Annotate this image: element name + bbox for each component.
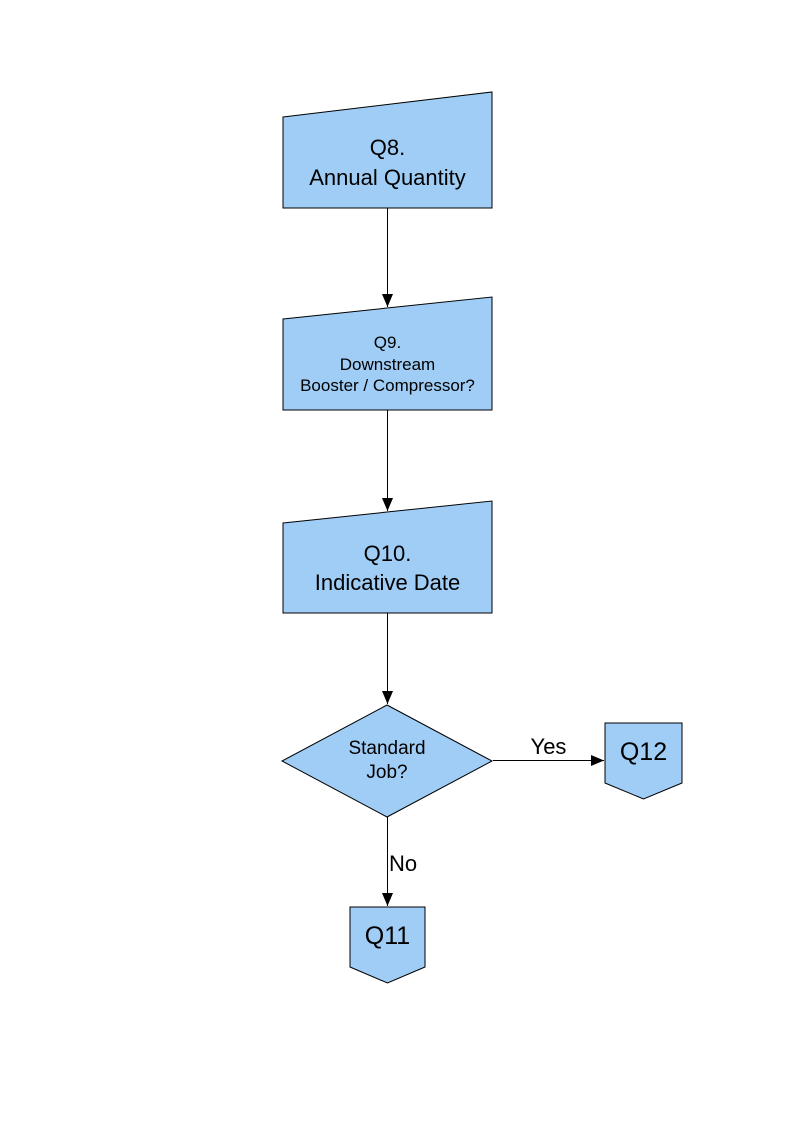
node-q8-shape xyxy=(282,91,493,209)
node-q9-shape xyxy=(282,296,493,411)
node-q11-label: Q11 xyxy=(364,922,411,951)
node-q8-label: Q8. Annual Quantity xyxy=(309,135,466,190)
node-q11-shape xyxy=(349,906,426,984)
node-q12-shape xyxy=(604,722,683,800)
node-q12-label: Q12 xyxy=(619,738,668,767)
node-q9-label: Q9. Downstream Booster / Compressor? xyxy=(300,332,475,396)
node-decision-label: Standard Job? xyxy=(348,738,426,783)
node-decision-shape xyxy=(280,704,494,818)
node-q10-shape xyxy=(282,500,493,614)
edge-label-no: No xyxy=(389,851,418,876)
edge-label-yes: Yes xyxy=(530,734,567,759)
node-q10-label: Q10. Indicative Date xyxy=(314,540,461,595)
